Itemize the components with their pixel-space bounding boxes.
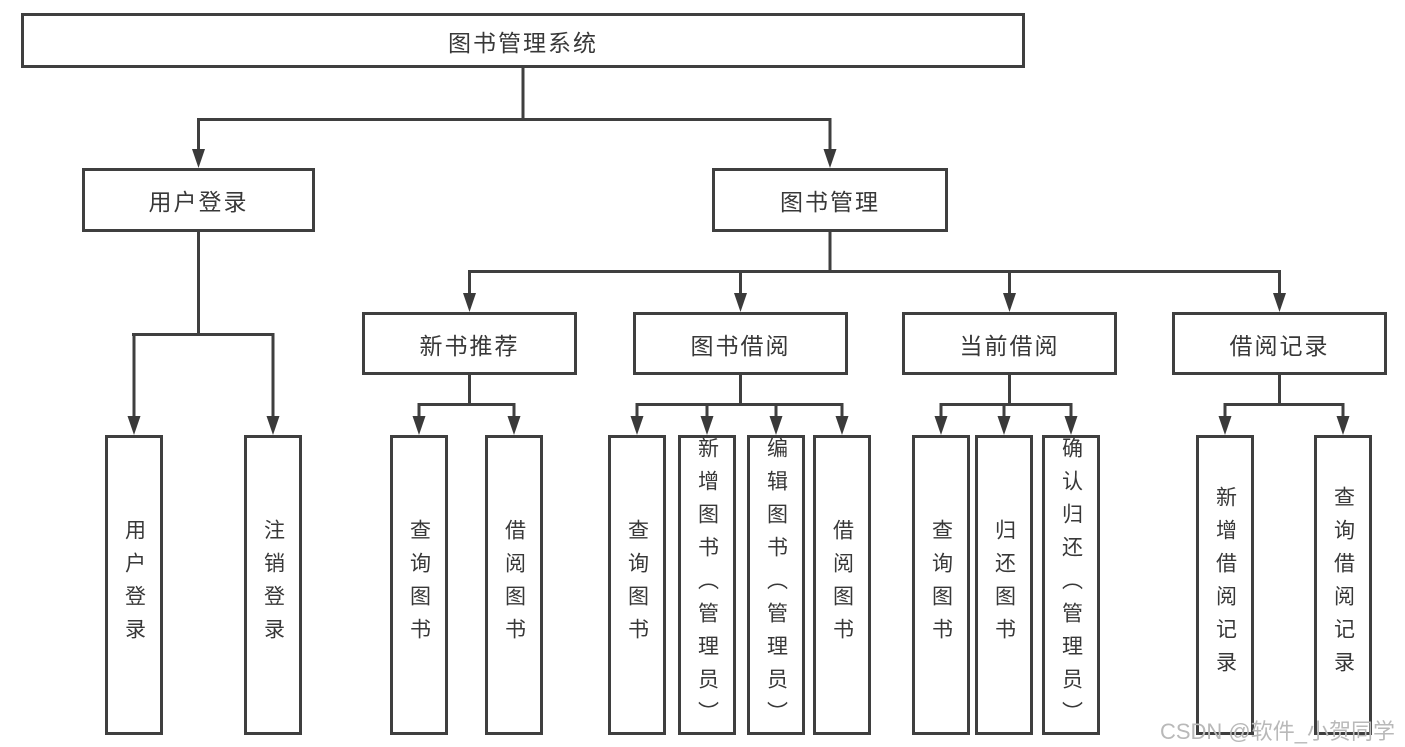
node-label: 图书管理 — [780, 189, 880, 215]
node-label: 当前借阅 — [959, 332, 1060, 359]
leaf-label: 查询图书 — [407, 519, 431, 651]
node-borrow-record: 借阅记录 — [1172, 312, 1387, 375]
csdn-watermark: CSDN @软件_小贺同学 — [1159, 719, 1395, 744]
leaf-label: 注销登录 — [261, 519, 285, 651]
leaf-label: 确认归还（管理员） — [1059, 436, 1083, 734]
leaf-logout: 注销登录 — [244, 435, 302, 735]
leaf-borrow-borrow-books: 借阅图书 — [813, 435, 871, 735]
leaf-record-add-borrow-record: 新增借阅记录 — [1196, 435, 1254, 735]
leaf-newbook-borrow-books: 借阅图书 — [485, 435, 543, 735]
leaf-label: 查询借阅记录 — [1331, 486, 1355, 684]
leaf-label: 借阅图书 — [830, 519, 854, 651]
leaf-label: 查询图书 — [625, 519, 649, 651]
leaf-user-login: 用户登录 — [105, 435, 163, 735]
leaf-label: 新增图书（管理员） — [695, 436, 719, 734]
leaf-current-return-books: 归还图书 — [975, 435, 1033, 735]
leaf-current-query-books: 查询图书 — [912, 435, 970, 735]
leaf-current-confirm-return-admin: 确认归还（管理员） — [1042, 435, 1100, 735]
leaf-label: 查询图书 — [929, 519, 953, 651]
leaf-borrow-edit-book-admin: 编辑图书（管理员） — [747, 435, 805, 735]
node-label: 图书管理系统 — [448, 29, 598, 56]
node-current-borrow: 当前借阅 — [902, 312, 1117, 375]
leaf-label: 用户登录 — [122, 519, 146, 651]
node-user-login: 用户登录 — [82, 168, 315, 232]
node-book-borrow: 图书借阅 — [633, 312, 848, 375]
node-new-book-recommend: 新书推荐 — [362, 312, 577, 375]
leaf-borrow-query-books: 查询图书 — [608, 435, 666, 735]
node-library-management-system: 图书管理系统 — [21, 13, 1025, 68]
node-label: 用户登录 — [148, 189, 249, 215]
node-label: 借阅记录 — [1229, 332, 1330, 359]
leaf-record-query-borrow-record: 查询借阅记录 — [1314, 435, 1372, 735]
leaf-borrow-add-book-admin: 新增图书（管理员） — [678, 435, 736, 735]
leaf-label: 编辑图书（管理员） — [764, 436, 788, 734]
leaf-label: 归还图书 — [992, 519, 1016, 651]
leaf-newbook-query-books: 查询图书 — [390, 435, 448, 735]
leaf-label: 借阅图书 — [502, 519, 526, 651]
node-book-management: 图书管理 — [712, 168, 948, 232]
leaf-label: 新增借阅记录 — [1213, 486, 1237, 684]
node-label: 新书推荐 — [419, 332, 520, 359]
node-label: 图书借阅 — [690, 332, 791, 359]
